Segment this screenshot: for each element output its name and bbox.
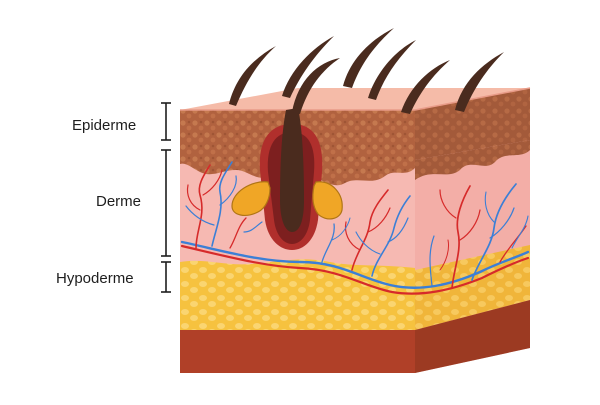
block-front-face	[180, 110, 415, 373]
layer-brackets	[161, 102, 171, 293]
label-hypodermis: Hypoderme	[56, 270, 134, 287]
dermis-bracket	[161, 149, 171, 257]
sebaceous-gland-icon	[312, 181, 343, 220]
label-epidermis: Epiderme	[72, 117, 137, 134]
hair-follicle-icon	[231, 108, 343, 250]
hypodermis-layer	[180, 259, 415, 330]
block-side-face	[415, 88, 530, 373]
blood-vessel-network	[180, 161, 530, 295]
hair-strands	[229, 28, 504, 114]
epidermis-bracket	[161, 102, 171, 141]
label-dermis: Derme	[96, 193, 142, 210]
hypodermis-bracket	[161, 261, 171, 293]
sebaceous-gland-icon	[231, 181, 271, 216]
